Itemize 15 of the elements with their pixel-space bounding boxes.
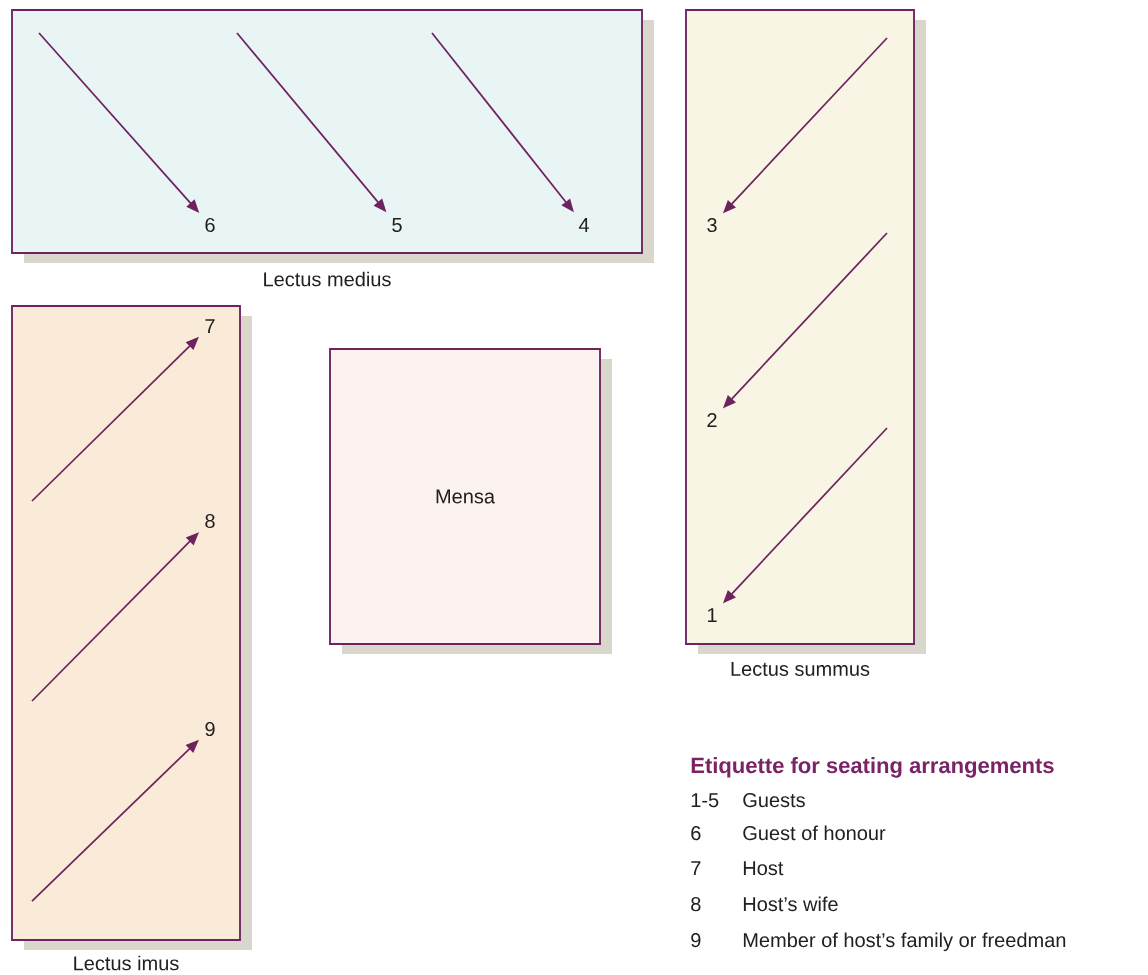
legend-text: Guests <box>743 793 805 808</box>
legend-text: Member of host’s family or freedman <box>743 932 1066 952</box>
legend-key: 8 <box>691 897 701 912</box>
legend-key: 6 <box>691 826 701 841</box>
couch-caption: Lectus summus <box>731 662 870 676</box>
couch-caption: Lectus medius <box>264 271 391 287</box>
legend-text: Guest of honour <box>743 825 886 841</box>
legend-text: Host’s wife <box>743 896 838 912</box>
legend-key: 1-5 <box>691 793 719 808</box>
legend-key: 7 <box>691 861 701 875</box>
legend-key: 9 <box>691 933 701 948</box>
legend-text: Host <box>743 861 784 876</box>
legend-title: Etiquette for seating arrangements <box>691 757 1054 778</box>
couch-caption: Lectus imus <box>74 955 179 971</box>
table-box: Mensa <box>329 348 612 654</box>
